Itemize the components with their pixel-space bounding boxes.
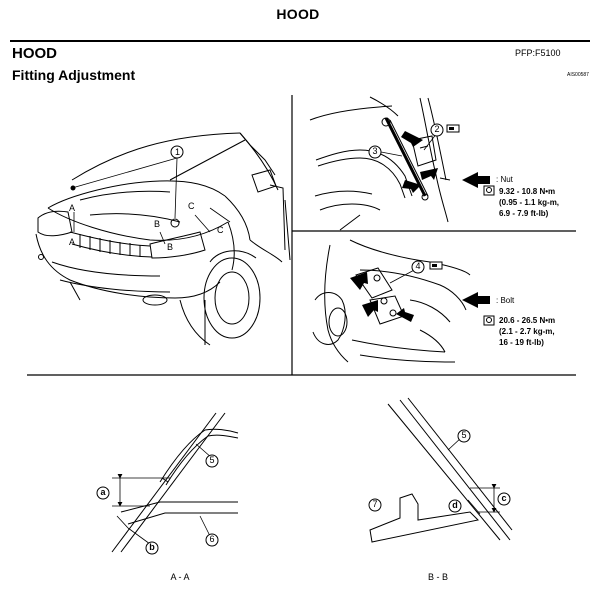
callout-6: 6 [209, 534, 215, 544]
nut-torque-line-3: 6.9 - 7.9 ft-lb) [499, 209, 549, 218]
page-title: HOOD [276, 6, 320, 22]
callout-b: b [149, 542, 155, 552]
callout-a: a [100, 487, 106, 497]
nut-illustration [309, 96, 451, 231]
callout-1: 1 [174, 147, 180, 157]
section-aa-caption: A - A [170, 572, 190, 582]
callout-5-aa: 5 [209, 455, 215, 465]
callout-1-circle [170, 145, 184, 159]
gap-label-b-bottom: B [167, 242, 174, 252]
callout-c: c [501, 493, 507, 503]
nut-torque-line-1: 9.32 - 10.8 N•m [499, 187, 556, 196]
gap-label-b-top: B [154, 219, 161, 229]
callout-circles-nut [368, 123, 444, 159]
bolt-illustration [312, 239, 471, 363]
bolt-label: : Bolt [496, 296, 515, 305]
bolt-label-text: Bolt [500, 296, 515, 305]
gap-label-c-bottom: C [217, 225, 224, 235]
callout-circles-aa [96, 454, 219, 555]
header-rule [10, 40, 590, 42]
bolt-arrows [350, 272, 490, 322]
figure-frame [27, 95, 576, 376]
nut-sealant-icon [446, 124, 460, 133]
section-bb-caption: B - B [427, 572, 448, 582]
bolt-torque-line-3: 16 - 19 ft-lb) [499, 338, 544, 347]
nut-torque-icon [483, 185, 495, 196]
image-id: AIS00587 [567, 72, 589, 78]
callout-circle-bolt [411, 260, 425, 274]
callout-d: d [452, 500, 458, 510]
bolt-torque-icon [483, 315, 495, 326]
bolt-torque-line-1: 20.6 - 26.5 N•m [499, 316, 556, 325]
bolt-torque-line-2: (2.1 - 2.7 kg-m, [499, 327, 555, 336]
nut-arrows [401, 131, 490, 193]
section-bb-drawing [369, 397, 513, 543]
callout-7: 7 [372, 499, 378, 509]
pfp-code: PFP:F5100 [515, 48, 561, 58]
car-illustration [35, 132, 291, 346]
gap-label-a-bottom: A [69, 237, 76, 247]
callout-circles-bb [368, 429, 511, 513]
section-aa-drawing [111, 412, 239, 553]
gap-label-a-top: A [69, 203, 76, 213]
bolt-sealant-icon [429, 261, 443, 270]
subsection-title: Fitting Adjustment [12, 67, 136, 83]
nut-torque-spec: 9.32 - 10.8 N•m (0.95 - 1.1 kg-m, 6.9 - … [499, 186, 559, 219]
nut-label: : Nut [496, 175, 513, 184]
callout-3: 3 [372, 146, 378, 156]
callout-4: 4 [415, 261, 421, 271]
callout-5-bb: 5 [461, 430, 467, 440]
bolt-torque-spec: 20.6 - 26.5 N•m (2.1 - 2.7 kg-m, 16 - 19… [499, 315, 555, 348]
nut-torque-line-2: (0.95 - 1.1 kg-m, [499, 198, 560, 207]
nut-label-text: Nut [500, 175, 513, 184]
gap-label-c-top: C [188, 201, 195, 211]
section-title: HOOD [12, 45, 57, 62]
callout-2: 2 [434, 124, 440, 134]
